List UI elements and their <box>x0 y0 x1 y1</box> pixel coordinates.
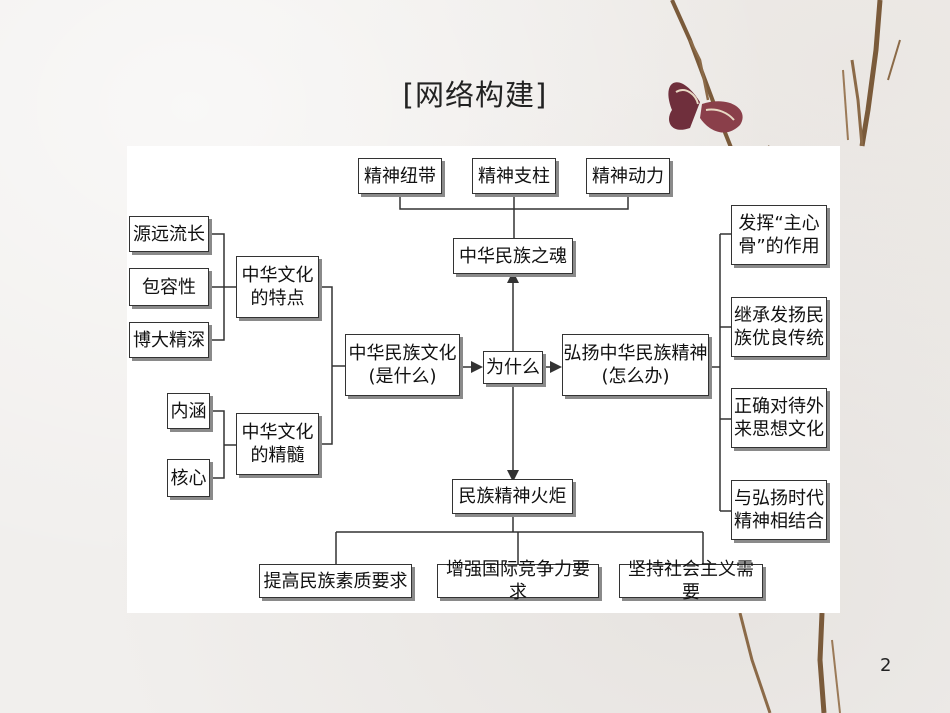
node-yuanyuan-liuchang: 源远流长 <box>129 216 209 252</box>
node-neihan: 内涵 <box>167 393 210 429</box>
node-weishenme: 为什么 <box>483 351 543 384</box>
node-minzu-jingshen-huoju: 民族精神火炬 <box>452 479 573 514</box>
node-hexin: 核心 <box>167 459 210 497</box>
butterfly-icon <box>668 82 743 133</box>
node-baorongxing: 包容性 <box>129 268 209 306</box>
node-tigao-suzhi: 提高民族素质要求 <box>259 564 412 598</box>
node-boda-jingshen: 博大精深 <box>129 322 209 358</box>
page-title: [网络构建] <box>402 78 548 112</box>
node-zhuxingu: 发挥“主心 骨”的作用 <box>731 205 827 265</box>
node-hongyang-jingshen: 弘扬中华民族精神 (怎么办) <box>562 334 709 396</box>
connector-lines <box>209 194 731 564</box>
node-jingshen-niudai: 精神纽带 <box>358 158 442 194</box>
node-minzu-wenhua: 中华民族文化 (是什么) <box>345 334 460 396</box>
node-minzu-zhihun: 中华民族之魂 <box>453 238 573 274</box>
node-jingshen-zhizhu: 精神支柱 <box>472 158 556 194</box>
node-wenhua-jingsui: 中华文化 的精髓 <box>236 413 319 475</box>
concept-map-panel: 精神纽带 精神支柱 精神动力 中华民族之魂 源远流长 包容性 博大精深 中华文化… <box>127 146 840 613</box>
node-wenhua-tedian: 中华文化 的特点 <box>236 256 319 318</box>
node-jianchi-shehui: 坚持社会主义需要 <box>619 559 763 603</box>
node-zengqiang-jingzheng: 增强国际竞争力要求 <box>437 559 599 603</box>
node-jingshen-dongli: 精神动力 <box>586 158 670 194</box>
node-zhengque-duidai: 正确对待外 来思想文化 <box>731 388 827 448</box>
node-shidai-jingshen: 与弘扬时代 精神相结合 <box>731 480 827 540</box>
node-jicheng-chuantong: 继承发扬民 族优良传统 <box>731 297 827 357</box>
page-number: 2 <box>880 655 892 676</box>
